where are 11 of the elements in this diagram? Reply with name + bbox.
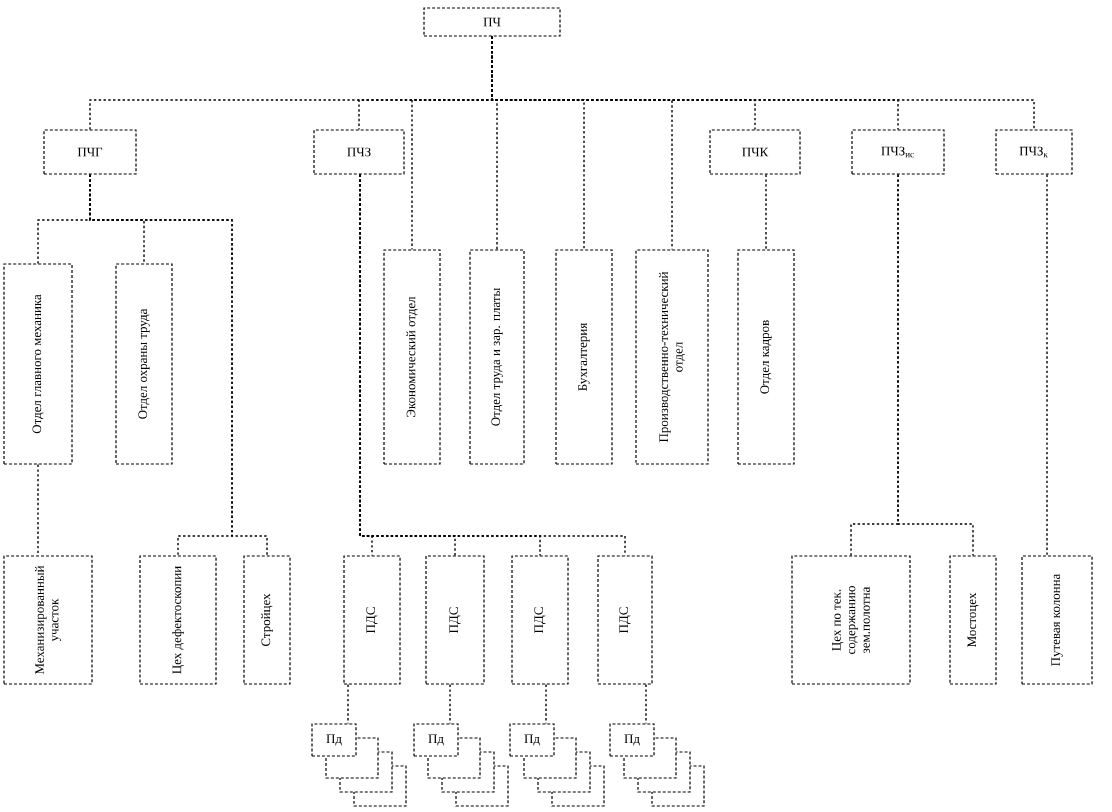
- connector-line: [449, 683, 451, 725]
- connector-line: [1046, 173, 1048, 557]
- connector-line: [765, 173, 767, 251]
- connector-line: [897, 173, 974, 557]
- connector-line: [37, 463, 39, 557]
- connector-line: [89, 173, 268, 557]
- connector-line: [645, 683, 647, 725]
- connector-line: [359, 173, 626, 557]
- connector-line: [347, 683, 349, 725]
- connector-line: [545, 683, 547, 725]
- connector-line: [491, 35, 1035, 131]
